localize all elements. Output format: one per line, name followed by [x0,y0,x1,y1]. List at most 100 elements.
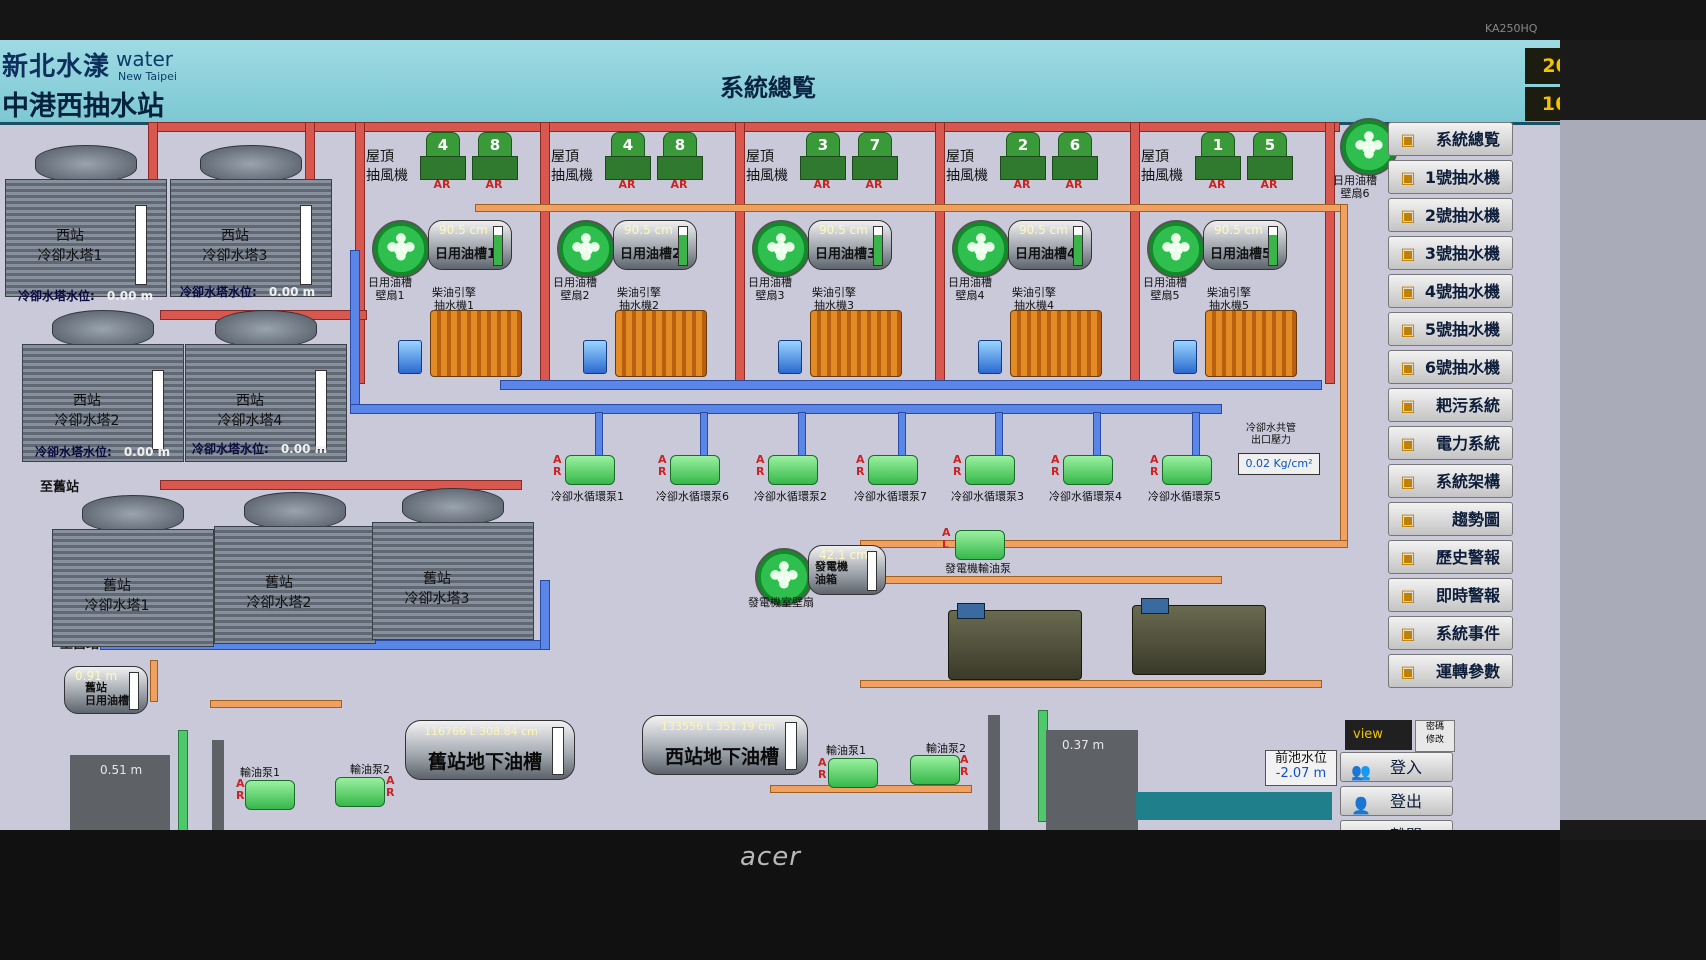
nav-item-6[interactable]: ▣5號抽水機 [1388,312,1513,346]
hot-pipe [935,122,945,384]
generator-1[interactable] [948,603,1082,680]
tower-body [372,522,534,640]
roof-exhaust-fan-b[interactable]: 5 AR [1247,132,1293,191]
nav-label: 即時警報 [1435,586,1500,605]
cooling-tower-west-2[interactable]: 西站 冷卻水塔2 [22,310,184,462]
to-old-station-label: 至舊站 [40,480,80,495]
nav-item-9[interactable]: ▣電力系統 [1388,426,1513,460]
cooling-water-pump[interactable] [670,455,720,485]
diesel-engine-pump[interactable] [430,310,522,377]
generator-oil-tank[interactable]: 42.1 cm 發電機 油箱 [808,545,886,595]
cooling-tower-old-3[interactable]: 舊站 冷卻水塔3 [372,488,534,640]
login-button[interactable]: 👥登入 [1340,752,1453,782]
nav-item-7[interactable]: ▣6號抽水機 [1388,350,1513,384]
roof-exhaust-fan-b[interactable]: 7 AR [852,132,898,191]
generator-2[interactable] [1132,598,1266,675]
engine-aux-pump[interactable] [978,340,1002,374]
roof-exhaust-fan-b[interactable]: 8 AR [472,132,518,191]
cold-pipe [540,580,550,650]
logout-button[interactable]: 👤登出 [1340,786,1453,816]
cooling-tower-west-3[interactable]: 西站 冷卻水塔3 [170,145,332,297]
nav-item-12[interactable]: ▣歷史警報 [1388,540,1513,574]
logout-label: 登出 [1389,792,1422,811]
oil-pipe [210,700,342,708]
nav-item-5[interactable]: ▣4號抽水機 [1388,274,1513,308]
fan-icon[interactable] [755,548,813,606]
engine-aux-pump[interactable] [398,340,422,374]
roof-fan-mode: AR [670,178,688,191]
oil-pump-old-2[interactable] [335,777,385,807]
level-value: 0.00 m [280,442,328,456]
nav-item-1[interactable]: ▣系統總覧 [1388,122,1513,156]
fan-icon[interactable] [952,220,1010,278]
tank-level-bar [1268,226,1278,266]
old-daily-oil-tank[interactable]: 0.91 m 舊站 日用油槽 [64,666,148,714]
brand-en-2: New Taipei [118,70,177,83]
fan-icon[interactable] [557,220,615,278]
pressure-label: 冷卻水共管 出口壓力 [1246,423,1296,446]
diesel-engine-pump[interactable] [1010,310,1102,377]
roof-exhaust-fan-b[interactable]: 6 AR [1052,132,1098,191]
nav-item-3[interactable]: ▣2號抽水機 [1388,198,1513,232]
cooling-water-pump[interactable] [565,455,615,485]
daily-oil-tank[interactable]: 90.5 cm 日用油槽4 [1008,220,1092,270]
nav-item-14[interactable]: ▣系統事件 [1388,616,1513,650]
tank-value: 90.5 cm [624,223,673,237]
roof-exhaust-fan-a[interactable]: 2 AR [1000,132,1046,191]
nav-item-11[interactable]: ▣趨勢圖 [1388,502,1513,536]
nav-item-10[interactable]: ▣系統架構 [1388,464,1513,498]
oil-pump-west-1[interactable] [828,758,878,788]
cooling-tower-old-1[interactable]: 舊站 冷卻水塔1 [52,495,214,647]
cooling-tower-west-1[interactable]: 西站 冷卻水塔1 [5,145,167,297]
daily-oil-tank[interactable]: 90.5 cm 日用油槽3 [808,220,892,270]
nav-item-13[interactable]: ▣即時警報 [1388,578,1513,612]
nav-item-8[interactable]: ▣耙污系統 [1388,388,1513,422]
change-password-button[interactable]: 密碼 修改 [1415,720,1455,752]
cooling-water-pump[interactable] [768,455,818,485]
cold-pipe [350,250,360,412]
daily-oil-tank[interactable]: 90.5 cm 日用油槽2 [613,220,697,270]
nav-item-15[interactable]: ▣運轉參數 [1388,654,1513,688]
nav-label: 歷史警報 [1435,548,1500,567]
engine-aux-pump[interactable] [583,340,607,374]
level-label: 冷卻水塔水位: [35,445,112,459]
generator-oil-pump[interactable] [955,530,1005,560]
cooling-tower-west-4[interactable]: 西站 冷卻水塔4 [185,310,347,462]
pump-label: 冷卻水循環泵2 [754,490,827,503]
nav-item-4[interactable]: ▣3號抽水機 [1388,236,1513,270]
tower-water-level: 冷卻水塔水位:0.00 m [180,283,315,300]
fan-label: 日用油槽 壁扇6 [1333,174,1377,200]
roof-exhaust-fan-a[interactable]: 3 AR [800,132,846,191]
roof-exhaust-fan-b[interactable]: 8 AR [657,132,703,191]
pit-level: 0.51 m [100,763,143,777]
roof-exhaust-fan-a[interactable]: 1 AR [1195,132,1241,191]
old-underground-oil-tank[interactable]: 116766 L 308.84 cm 舊站地下油槽 [405,720,575,780]
diesel-engine-pump[interactable] [615,310,707,377]
roof-fan-mode: AR [1065,178,1083,191]
view-mode-box[interactable]: view [1345,720,1412,750]
cooling-water-pump[interactable] [965,455,1015,485]
engine-aux-pump[interactable] [778,340,802,374]
cooling-water-pump[interactable] [1063,455,1113,485]
diesel-engine-pump[interactable] [1205,310,1297,377]
overview-icon: ▣ [1400,130,1416,149]
roof-exhaust-fan-a[interactable]: 4 AR [605,132,651,191]
engine-aux-pump[interactable] [1173,340,1197,374]
nav-item-2[interactable]: ▣1號抽水機 [1388,160,1513,194]
roof-fan-label: 屋頂 抽風機 [946,149,988,184]
fan-icon[interactable] [372,220,430,278]
oil-pump-old-1[interactable] [245,780,295,810]
diesel-engine-pump[interactable] [810,310,902,377]
oil-pump-west-2[interactable] [910,755,960,785]
daily-oil-tank[interactable]: 90.5 cm 日用油槽5 [1203,220,1287,270]
cooling-tower-old-2[interactable]: 舊站 冷卻水塔2 [214,492,376,644]
fan-icon[interactable] [1147,220,1205,278]
west-underground-oil-tank[interactable]: 133556 L 351.19 cm 西站地下油槽 [642,715,808,775]
nav-label: 運轉參數 [1435,662,1500,681]
cooling-water-pump[interactable] [1162,455,1212,485]
daily-oil-tank[interactable]: 90.5 cm 日用油槽1 [428,220,512,270]
roof-exhaust-fan-a[interactable]: 4 AR [420,132,466,191]
cooling-water-pump[interactable] [868,455,918,485]
fan-icon[interactable] [752,220,810,278]
